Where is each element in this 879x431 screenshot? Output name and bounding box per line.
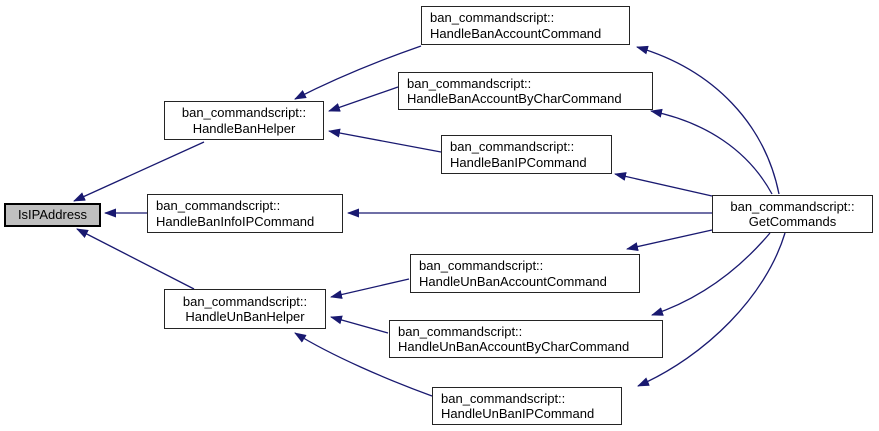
node-handle-ban-info-ip-command[interactable]: ban_commandscript:: HandleBanInfoIPComma… [147,194,343,233]
edge-unbanhelper-to-isipaddress [76,228,195,290]
edge-banhelper-to-isipaddress [73,141,205,202]
node-scope-label: ban_commandscript:: [450,139,575,154]
edge-banip-to-banhelper [328,128,442,153]
node-get-commands[interactable]: ban_commandscript:: GetCommands [712,195,873,233]
node-scope-label: ban_commandscript:: [182,293,308,309]
node-handle-ban-account-command[interactable]: ban_commandscript:: HandleBanAccountComm… [421,6,630,45]
node-scope-label: ban_commandscript:: [407,75,532,91]
node-scope-label: ban_commandscript:: [730,198,855,214]
node-scope-label: ban_commandscript:: [398,323,523,339]
node-function-label: HandleUnBanHelper [185,309,305,324]
node-function-label: HandleBanAccountByCharCommand [407,91,622,106]
node-handle-unban-account-command[interactable]: ban_commandscript:: HandleUnBanAccountCo… [410,254,640,293]
node-label: IsIPAddress [17,207,88,223]
node-function-label: HandleUnBanIPCommand [441,406,595,421]
edge-getcommands-to-banip [614,172,713,197]
node-function-label: GetCommands [748,214,837,229]
node-handle-unban-helper[interactable]: ban_commandscript:: HandleUnBanHelper [164,289,326,329]
node-function-label: HandleBanInfoIPCommand [156,213,315,229]
node-function-label: HandleUnBanAccountCommand [419,273,607,289]
node-handle-ban-helper[interactable]: ban_commandscript:: HandleBanHelper [164,101,324,140]
node-handle-unban-account-by-char-command[interactable]: ban_commandscript:: HandleUnBanAccountBy… [389,320,663,358]
node-scope-label: ban_commandscript:: [156,198,281,213]
node-scope-label: ban_commandscript:: [419,258,544,273]
edge-banaccount-to-banhelper [294,45,422,100]
edge-getcommands-to-unbanip [637,232,786,387]
node-function-label: HandleBanIPCommand [450,154,587,170]
edge-unbanaccount-to-unbanhelper [330,278,410,299]
edge-banaccbychar-to-banhelper [328,86,399,112]
node-handle-unban-ip-command[interactable]: ban_commandscript:: HandleUnBanIPCommand [432,387,622,425]
node-function-label: HandleBanAccountCommand [430,25,602,41]
node-is-ip-address: IsIPAddress [4,203,101,227]
edge-getcommands-to-banaccount [636,45,780,195]
edge-getcommands-to-banaccbychar [650,108,773,195]
node-scope-label: ban_commandscript:: [181,105,307,120]
edge-getcommands-to-unbanaccount [626,229,713,251]
edge-unbanaccbychar-to-unbanhelper [330,315,389,334]
edge-getcommands-to-unbanaccbychar [651,232,771,316]
node-function-label: HandleBanHelper [192,120,296,136]
node-scope-label: ban_commandscript:: [441,390,566,406]
edge-unbanip-to-unbanhelper [294,332,433,397]
node-handle-ban-account-by-char-command[interactable]: ban_commandscript:: HandleBanAccountByCh… [398,72,653,110]
node-function-label: HandleUnBanAccountByCharCommand [398,339,630,354]
node-scope-label: ban_commandscript:: [430,10,555,25]
node-handle-ban-ip-command[interactable]: ban_commandscript:: HandleBanIPCommand [441,135,612,174]
